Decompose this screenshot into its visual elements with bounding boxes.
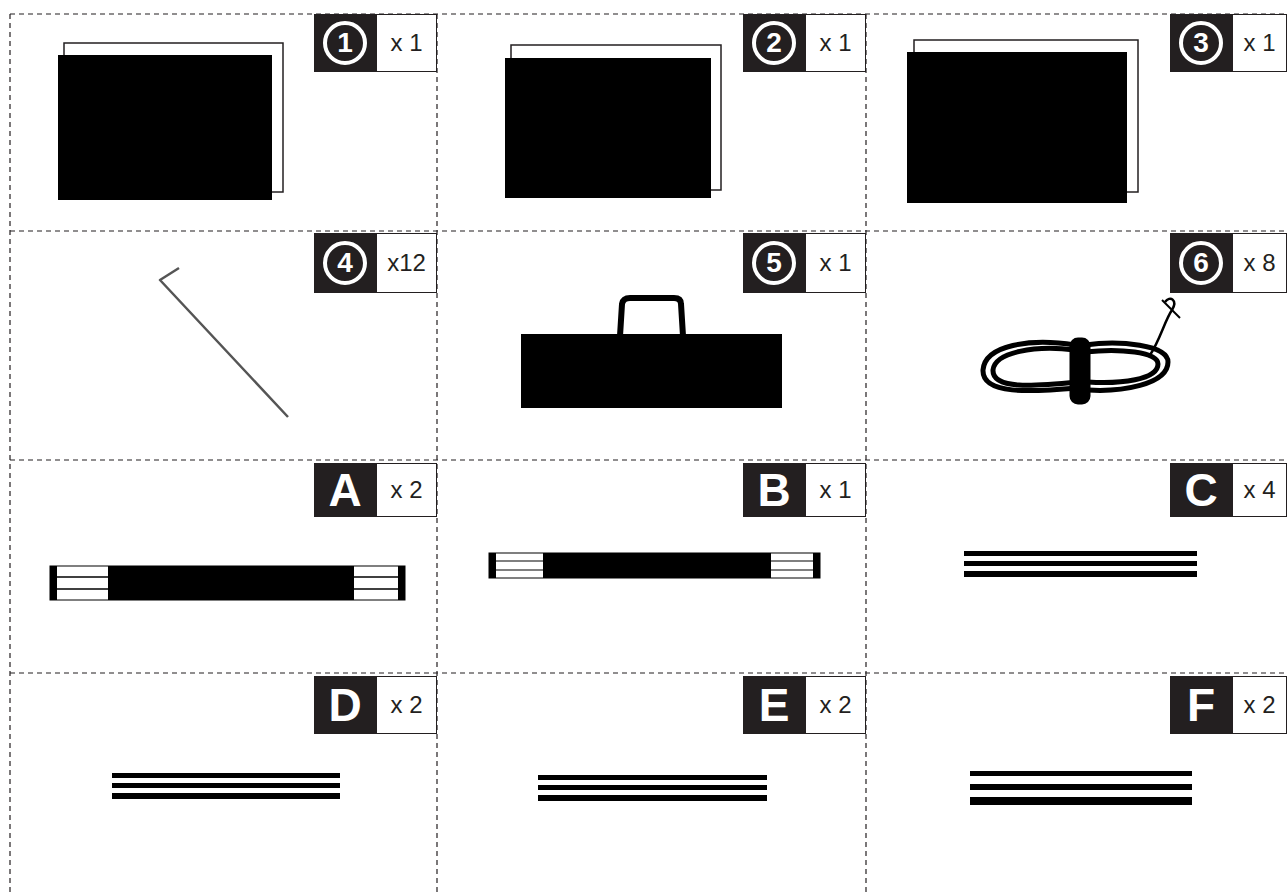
callout-number: E (759, 682, 790, 728)
part-badge: 2 (743, 14, 805, 72)
part-badge: F (1170, 676, 1232, 734)
part-badge: 4 (314, 233, 376, 293)
callout-number: B (757, 467, 790, 513)
callout-number: 1 (323, 21, 367, 65)
quantity-label: x 2 (390, 476, 422, 504)
callout-number: 3 (1179, 21, 1223, 65)
part-badge: A (314, 463, 376, 517)
quantity-box: x 1 (805, 14, 866, 72)
quantity-label: x 2 (1243, 691, 1275, 719)
grid-dashes (10, 14, 1287, 895)
quantity-label: x 1 (390, 29, 422, 57)
quantity-label: x 1 (819, 476, 851, 504)
part-badge: 1 (314, 14, 376, 72)
tent-stake (160, 268, 288, 417)
callout-number: D (328, 682, 361, 728)
part-badge: 3 (1170, 14, 1232, 72)
quantity-label: x 2 (390, 691, 422, 719)
callout-number: 4 (323, 241, 367, 285)
guy-rope (983, 299, 1180, 402)
quantity-label: x 1 (1243, 29, 1275, 57)
fabric-panel (58, 40, 1138, 203)
callout-number: A (328, 467, 361, 513)
quantity-box: x 1 (805, 463, 866, 517)
quantity-label: x 1 (819, 29, 851, 57)
carry-bag (521, 298, 782, 408)
quantity-label: x12 (387, 249, 426, 277)
pole-a (50, 566, 405, 600)
callout-number: 2 (752, 21, 796, 65)
part-badge: B (743, 463, 805, 517)
callout-number: 6 (1179, 241, 1223, 285)
part-badge: C (1170, 463, 1232, 517)
callout-number: 5 (752, 241, 796, 285)
quantity-box: x 2 (1232, 676, 1287, 734)
quantity-box: x 1 (805, 233, 866, 293)
part-badge: E (743, 676, 805, 734)
pole-bundles (112, 551, 1197, 805)
quantity-label: x 4 (1243, 476, 1275, 504)
callout-number: F (1187, 682, 1215, 728)
part-badge: D (314, 676, 376, 734)
quantity-box: x 4 (1232, 463, 1287, 517)
quantity-box: x12 (376, 233, 437, 293)
quantity-box: x 1 (1232, 14, 1287, 72)
quantity-box: x 2 (805, 676, 866, 734)
quantity-label: x 2 (819, 691, 851, 719)
part-badge: 6 (1170, 233, 1232, 293)
callout-number: C (1184, 467, 1217, 513)
quantity-box: x 1 (376, 14, 437, 72)
quantity-box: x 2 (376, 676, 437, 734)
quantity-label: x 8 (1243, 249, 1275, 277)
pole-b (489, 553, 820, 578)
quantity-label: x 1 (819, 249, 851, 277)
quantity-box: x 8 (1232, 233, 1287, 293)
quantity-box: x 2 (376, 463, 437, 517)
part-badge: 5 (743, 233, 805, 293)
